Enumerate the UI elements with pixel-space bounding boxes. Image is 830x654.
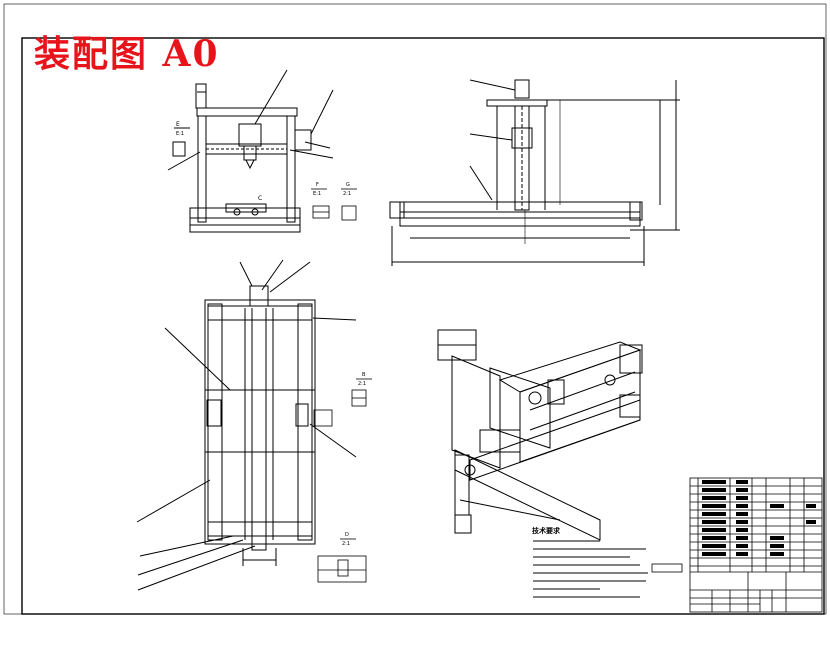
svg-text:2:1: 2:1 bbox=[343, 191, 351, 197]
svg-text:G: G bbox=[346, 182, 350, 188]
parts-list-text-marks bbox=[702, 480, 816, 556]
tech-requirements-lines bbox=[533, 540, 648, 598]
detail-views-top: B 2:1 D 2:1 bbox=[313, 372, 372, 583]
svg-text:2:1: 2:1 bbox=[358, 381, 366, 387]
drawing-title: 装配图 A0 bbox=[34, 33, 220, 75]
drawing-border bbox=[3, 3, 827, 615]
svg-text:2:1: 2:1 bbox=[342, 541, 350, 547]
svg-text:E:1: E:1 bbox=[176, 131, 184, 137]
svg-text:C: C bbox=[258, 195, 262, 202]
svg-text:F: F bbox=[316, 182, 319, 188]
tech-requirements-heading: 技术要求 bbox=[532, 526, 561, 535]
svg-text:E: E bbox=[176, 121, 180, 128]
detail-views-front: F E:1 G 2:1 bbox=[311, 182, 357, 221]
svg-text:E:1: E:1 bbox=[313, 191, 321, 197]
svg-text:B: B bbox=[362, 372, 366, 378]
technical-requirements: 技术要求 bbox=[532, 526, 683, 598]
svg-text:D: D bbox=[345, 532, 349, 538]
parts-list-columns bbox=[697, 478, 805, 572]
side-view bbox=[389, 79, 680, 266]
front-view: E E:1 C bbox=[167, 69, 334, 233]
top-view bbox=[136, 259, 357, 591]
isometric-view bbox=[437, 329, 643, 541]
title-block bbox=[689, 477, 823, 613]
parts-list-rows bbox=[690, 485, 822, 573]
surface-roughness-symbol bbox=[651, 563, 683, 573]
